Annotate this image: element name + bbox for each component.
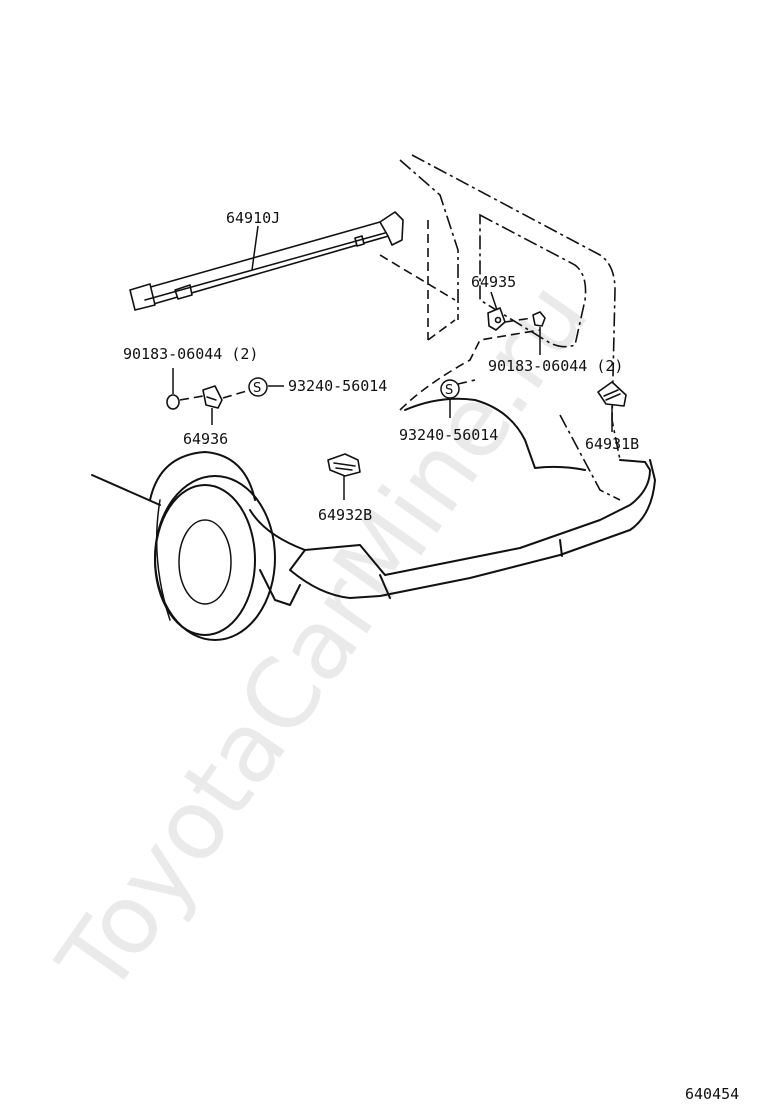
leader-64935 [490, 291, 498, 311]
rear-wheel [149, 451, 276, 641]
label-64932b: 64932B [318, 506, 372, 524]
diagram-code: 640454 [685, 1085, 739, 1103]
svg-text:S: S [253, 381, 261, 396]
clip-part-64931b [597, 381, 627, 407]
bracket-part-64935 [487, 307, 506, 331]
label-64931b: 64931B [585, 435, 639, 453]
nut-left-90183 [166, 394, 180, 410]
label-64910j: 64910J [226, 209, 280, 227]
rail-part-64910j [129, 211, 404, 311]
label-screw-left: 93240-56014 [288, 377, 387, 395]
screw-left-93240: S [248, 377, 268, 397]
svg-text:S: S [445, 383, 453, 398]
label-nut-left: 90183-06044 (2) [123, 345, 258, 363]
label-screw-right: 93240-56014 [399, 426, 498, 444]
clip-part-64932b [327, 453, 361, 477]
label-nut-right: 90183-06044 (2) [488, 357, 623, 375]
vehicle-body-outline [91, 154, 656, 606]
label-64936: 64936 [183, 430, 228, 448]
label-64935: 64935 [471, 273, 516, 291]
clip-part-64936 [202, 385, 223, 409]
nut-right-90183 [532, 311, 546, 327]
leader-64910j [251, 225, 259, 271]
